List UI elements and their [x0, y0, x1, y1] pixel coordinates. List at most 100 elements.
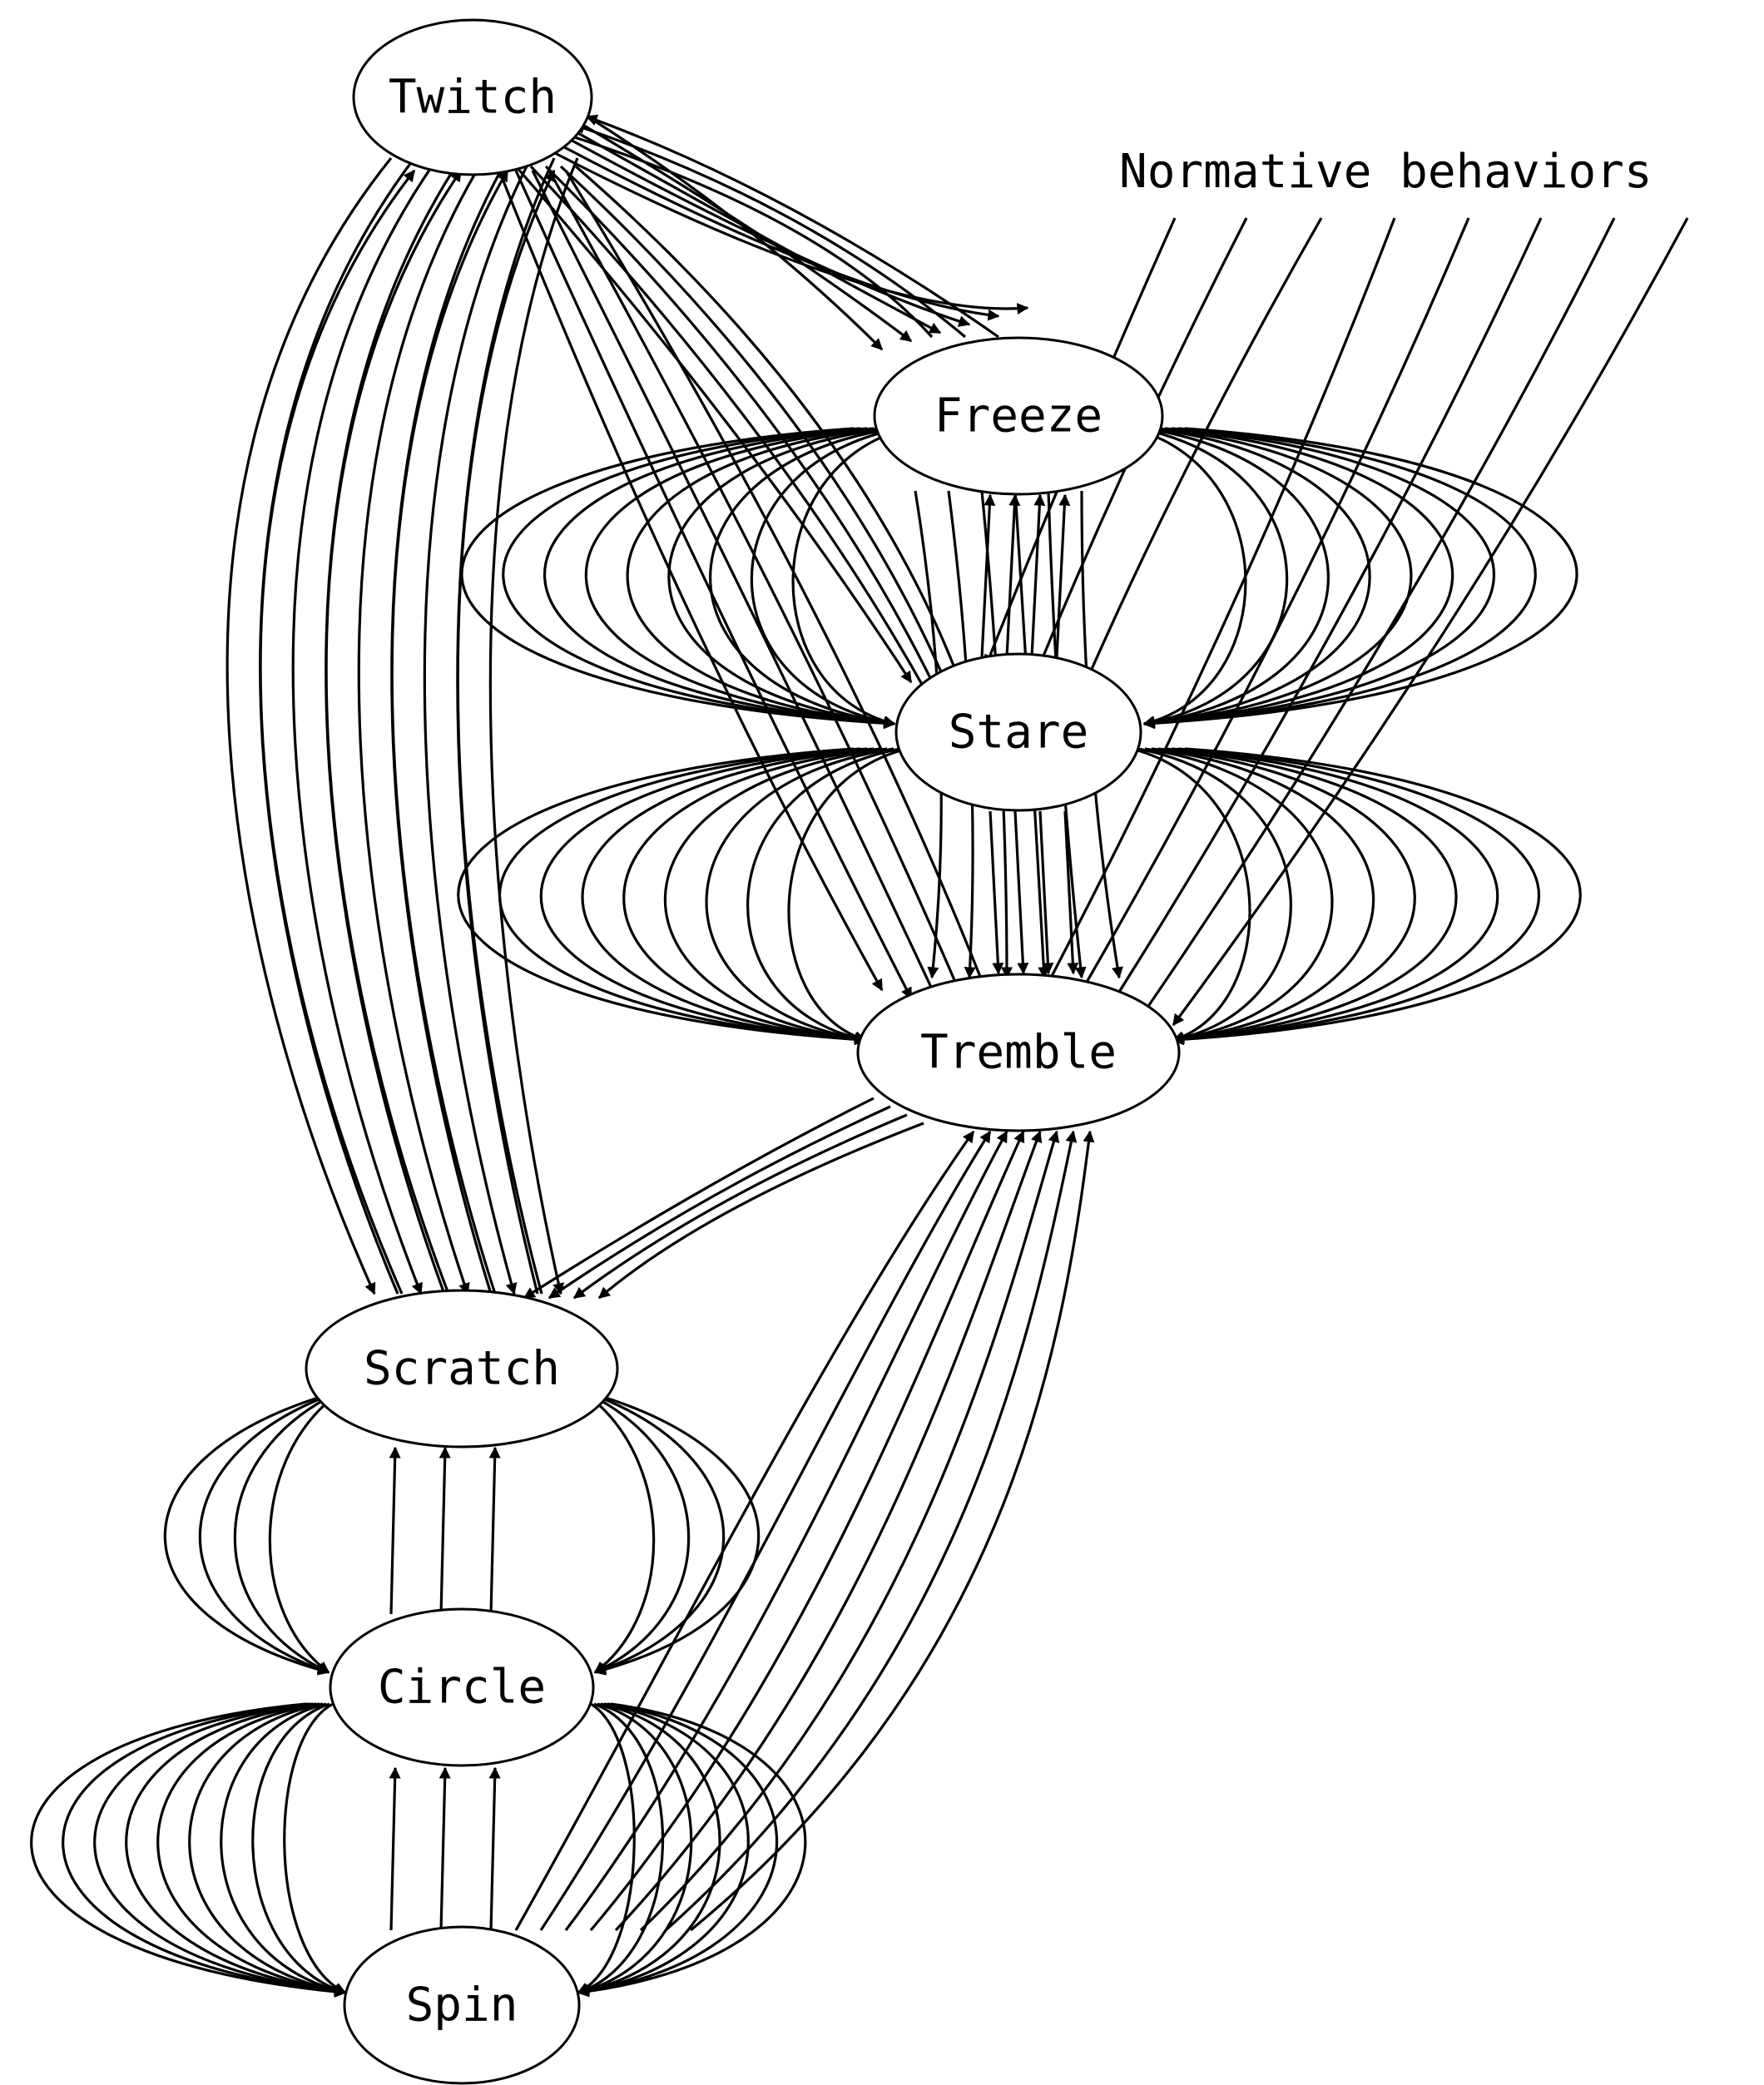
node-circle-label: Circle	[378, 1661, 546, 1715]
edge-127	[577, 1702, 807, 1998]
node-spin[interactable]: Spin	[343, 1925, 581, 2085]
edge-25	[548, 170, 971, 1017]
edge-90	[1063, 810, 1079, 975]
node-tremble-shape	[856, 973, 1181, 1132]
edge-118	[220, 1702, 347, 1996]
node-stare[interactable]: Stare	[894, 652, 1142, 812]
edge-47	[667, 427, 896, 729]
edge-86	[1013, 810, 1029, 975]
edge-67	[622, 747, 881, 1045]
normative-behaviors-label: Normative behaviors	[1119, 145, 1653, 199]
edge-26	[574, 165, 980, 734]
edge-58	[1142, 427, 1578, 730]
edge-97	[564, 1130, 1008, 1931]
edge-110	[593, 1396, 761, 1676]
edge-7	[1138, 217, 1616, 1020]
edge-89	[1055, 493, 1071, 658]
edge-84	[989, 810, 1004, 975]
edge-122	[156, 1702, 347, 1998]
edge-132	[488, 1766, 501, 1931]
edge-49	[626, 427, 896, 729]
edge-130	[389, 1766, 401, 1931]
edge-45	[709, 427, 896, 729]
edge-52	[1142, 427, 1454, 729]
edge-123	[577, 1702, 750, 1997]
edge-105	[233, 1396, 330, 1674]
edge-93	[572, 1113, 908, 1300]
edge-91	[523, 1097, 875, 1300]
edge-39	[456, 169, 556, 1295]
edge-55	[502, 427, 896, 730]
edge-53	[543, 427, 896, 730]
edge-92	[548, 1105, 891, 1300]
edge-116	[251, 1702, 347, 1995]
edge-14	[532, 140, 1029, 314]
node-tremble[interactable]: Tremble	[856, 973, 1181, 1132]
edge-60	[1131, 747, 1251, 1042]
edge-68	[1157, 747, 1416, 1045]
edge-114	[283, 1702, 347, 1994]
edge-76	[1172, 747, 1582, 1046]
edge-63	[705, 747, 894, 1044]
node-scratch[interactable]: Scratch	[305, 1289, 619, 1449]
edge-125	[577, 1702, 778, 1998]
edge-20	[529, 165, 929, 696]
edge-11	[557, 120, 942, 334]
node-circle-shape	[329, 1607, 595, 1767]
edge-99	[614, 1130, 1043, 1932]
edge-72	[1171, 747, 1499, 1046]
edge-66	[1151, 747, 1375, 1045]
edge-19	[498, 170, 884, 992]
edge-34	[357, 157, 486, 1295]
edge-8	[1172, 217, 1689, 1027]
edge-112	[439, 1446, 451, 1615]
edge-96	[539, 1130, 992, 1931]
edge-65	[663, 747, 888, 1045]
edge-57	[460, 427, 896, 730]
edge-44	[1137, 427, 1289, 728]
edge-64	[1144, 747, 1334, 1044]
node-stare-shape	[894, 652, 1142, 812]
node-twitch-shape	[352, 18, 593, 176]
edge-109	[163, 1396, 330, 1676]
edge-124	[125, 1702, 347, 1998]
edge-27	[564, 170, 1001, 1025]
node-freeze[interactable]: Freeze	[873, 336, 1164, 496]
edge-62	[1137, 747, 1292, 1044]
edge-5	[1072, 217, 1470, 1007]
edge-74	[1172, 747, 1541, 1046]
node-scratch-shape	[305, 1289, 619, 1449]
edge-3	[1084, 217, 1323, 684]
edge-108	[593, 1396, 726, 1675]
edge-31	[291, 157, 439, 1295]
edge-33	[325, 169, 463, 1295]
edge-69	[581, 747, 875, 1045]
edge-103	[268, 1396, 334, 1674]
edge-120	[188, 1702, 347, 1997]
edge-85	[1005, 493, 1021, 658]
edge-129	[30, 1702, 347, 1998]
edge-48	[1142, 427, 1371, 729]
edge-107	[198, 1396, 330, 1675]
edge-126	[93, 1702, 347, 1998]
edge-75	[457, 747, 867, 1046]
edge-117	[577, 1702, 665, 1995]
edge-6	[1105, 217, 1543, 1013]
node-scratch-label: Scratch	[364, 1342, 560, 1396]
edge-46	[1142, 427, 1330, 729]
edge-23	[531, 170, 942, 1008]
node-spin-label: Spin	[406, 1979, 518, 2033]
node-stare-label: Stare	[949, 706, 1089, 760]
edge-104	[589, 1396, 656, 1674]
node-circle[interactable]: Circle	[329, 1607, 595, 1767]
edge-71	[539, 747, 868, 1046]
edge-56	[1142, 427, 1537, 730]
edge-98	[589, 1130, 1025, 1932]
edge-4	[1038, 217, 1396, 1000]
node-twitch[interactable]: Twitch	[352, 18, 593, 176]
node-spin-shape	[343, 1925, 581, 2085]
edge-87	[1030, 493, 1046, 658]
edge-119	[577, 1702, 693, 1996]
